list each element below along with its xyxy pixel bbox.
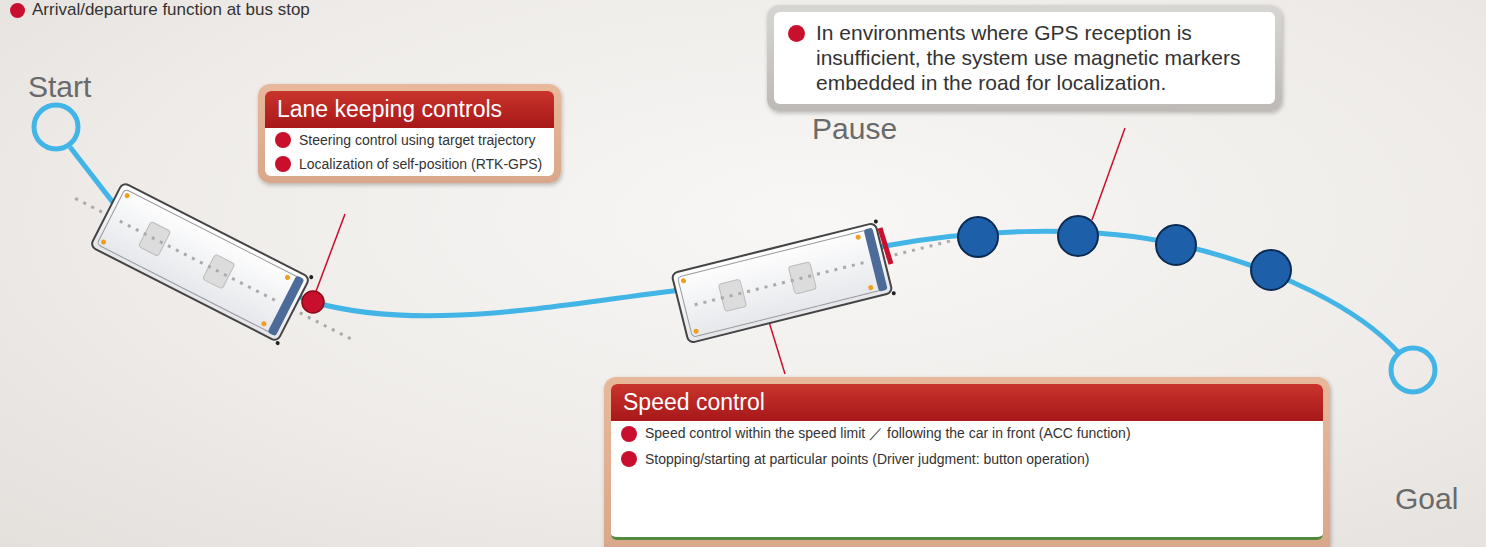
red-point [302,291,324,313]
pause-label: Pause [812,112,897,146]
bullet-item: Localization of self-position (RTK-GPS) [265,152,554,176]
bullet-item: Steering control using target trajectory [265,128,554,152]
stop-bar [880,228,891,264]
callout-body: Lane keeping controlsSteering control us… [265,91,554,176]
callout-body: Speed controlSpeed control within the sp… [611,384,1323,540]
goal-circle [1391,348,1435,392]
bullet-item: Stopping/starting at particular points (… [611,447,1323,471]
magnetic-marker [1156,225,1196,265]
lane-keeping-callout: Lane keeping controlsSteering control us… [258,84,561,183]
bus [58,164,374,377]
magnetic-marker [1251,250,1291,290]
start-label: Start [28,70,91,104]
magnetic-marker [1058,216,1098,256]
speed-control-callout: Speed controlSpeed control within the sp… [604,377,1330,547]
callout-body: In environments where GPS reception is i… [774,12,1275,104]
leader-line [315,214,345,294]
start-circle [34,105,78,149]
feature-note: Arrival/departure function at bus stop [8,0,310,20]
note-text: In environments where GPS reception is i… [774,12,1275,104]
bullet-item: Speed control within the speed limit ／ f… [611,421,1323,447]
callout-heading: Speed control [611,384,1323,421]
bus [671,203,962,346]
gps-note-callout: In environments where GPS reception is i… [767,5,1282,111]
goal-label: Goal [1395,482,1458,516]
leader-line [1092,128,1125,220]
magnetic-marker [958,217,998,257]
callout-heading: Lane keeping controls [265,91,554,128]
